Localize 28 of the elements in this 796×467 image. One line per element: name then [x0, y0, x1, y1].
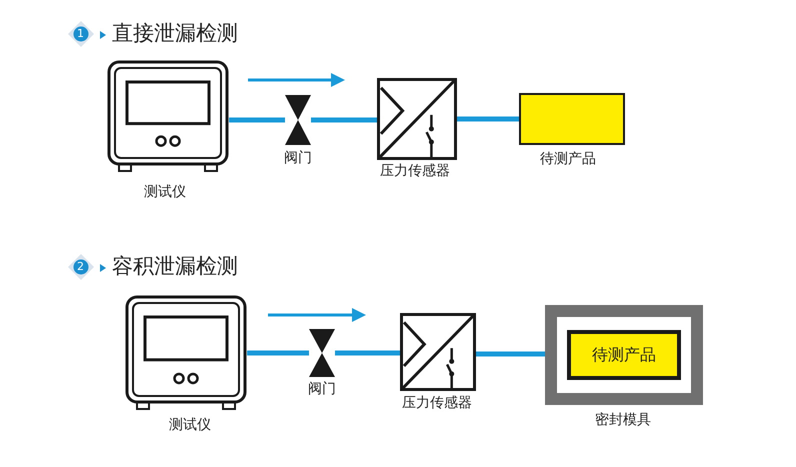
- pipe-line: [335, 350, 400, 356]
- product-label: 待测产品: [592, 344, 656, 366]
- valve-symbol: [285, 95, 311, 145]
- pipe-line: [229, 118, 285, 122]
- mold-box: [545, 305, 703, 405]
- component-label: 待测产品: [540, 151, 596, 167]
- pressure-sensor-symbol: [400, 313, 476, 391]
- tester-device-drawing: [125, 295, 247, 410]
- pressure-sensor-symbol: [377, 78, 457, 160]
- pipe-line: [311, 118, 377, 122]
- valve-symbol: [309, 329, 335, 377]
- component-label: 压力传感器: [380, 163, 450, 179]
- component-label: 阀门: [308, 381, 336, 397]
- section-heading: 直接泄漏检测: [112, 20, 238, 46]
- product-box: [567, 330, 681, 380]
- pipe-line: [457, 116, 519, 122]
- component-label: 阀门: [284, 150, 312, 166]
- component-label: 测试仪: [169, 417, 211, 433]
- component-label: 密封模具: [595, 412, 651, 428]
- component-label: 测试仪: [144, 184, 186, 200]
- pipe-line: [476, 352, 545, 356]
- product-box: [519, 93, 625, 145]
- component-label: 压力传感器: [402, 395, 472, 411]
- section-heading: 容积泄漏检测: [112, 253, 238, 279]
- pipe-line: [247, 350, 309, 356]
- step-number: 1: [77, 27, 84, 41]
- step-number: 2: [77, 260, 84, 274]
- tester-device-drawing: [107, 60, 229, 172]
